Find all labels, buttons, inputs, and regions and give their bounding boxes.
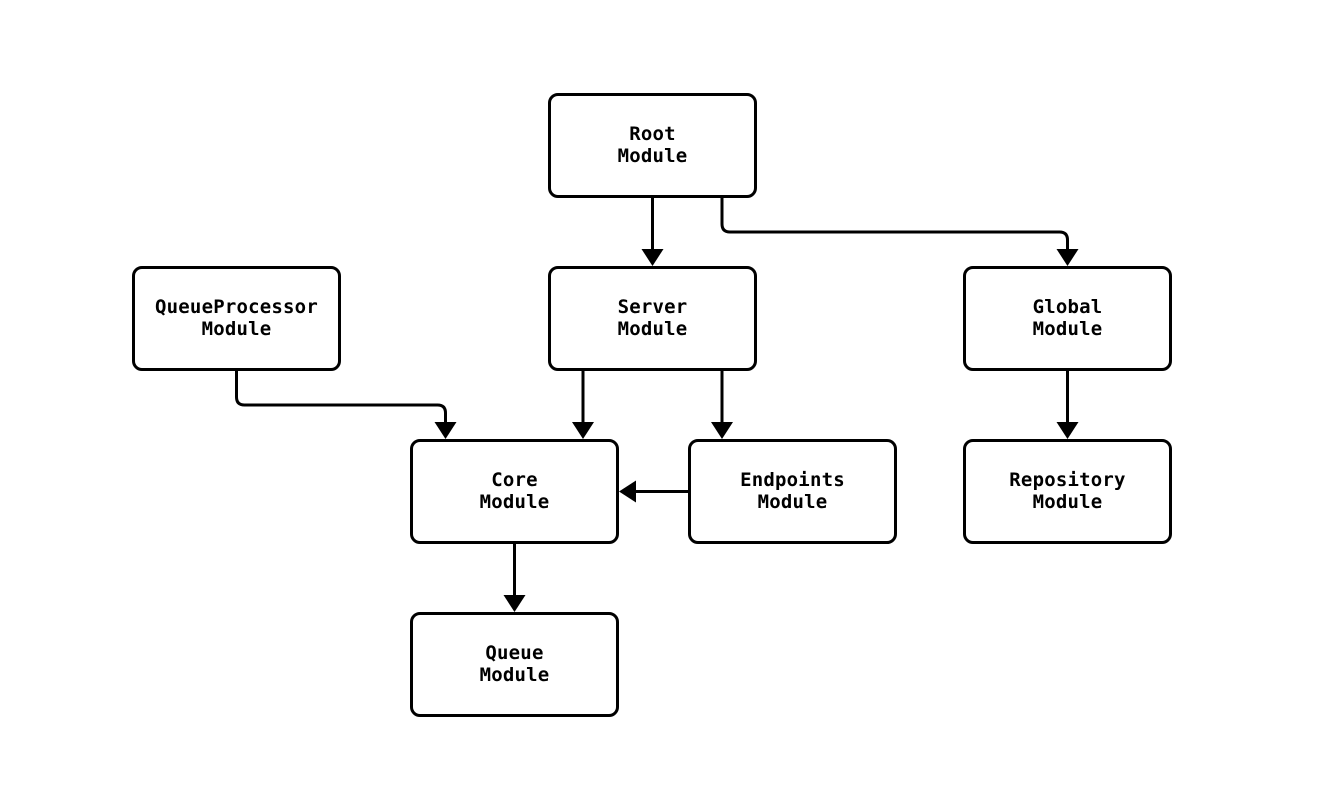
edge-root-global — [720, 198, 1069, 251]
node-label-line: Module — [201, 317, 272, 340]
arrowhead-core-queue — [503, 595, 526, 612]
node-label-line: Core — [491, 469, 538, 491]
node-label-line: Module — [617, 317, 688, 340]
node-label-line: Module — [757, 490, 828, 513]
node-label-line: Module — [479, 663, 550, 686]
arrowhead-root-server — [641, 249, 664, 266]
node-label-line: Module — [479, 490, 550, 513]
node-label-line: Module — [1032, 490, 1103, 513]
node-label-line: Root — [629, 123, 676, 145]
node-label-line: Queue — [485, 642, 544, 664]
node-label-line: Global — [1032, 296, 1103, 318]
node-label-line: Module — [1032, 317, 1103, 340]
arrowhead-global-repository — [1056, 422, 1079, 439]
node-label-line: QueueProcessor — [155, 296, 318, 318]
node-label-line: Module — [617, 144, 688, 167]
arrowhead-server-endpoints — [711, 422, 733, 439]
arrowhead-server-core — [572, 422, 594, 439]
arrowhead-queueprocessor-core — [434, 422, 457, 439]
node-label-line: Endpoints — [740, 469, 845, 491]
arrowhead-endpoints-core — [619, 480, 636, 503]
node-label-line: Server — [617, 296, 688, 318]
arrowhead-root-global — [1056, 249, 1079, 266]
edge-queueprocessor-core — [235, 371, 447, 424]
node-label-line: Repository — [1009, 469, 1126, 491]
